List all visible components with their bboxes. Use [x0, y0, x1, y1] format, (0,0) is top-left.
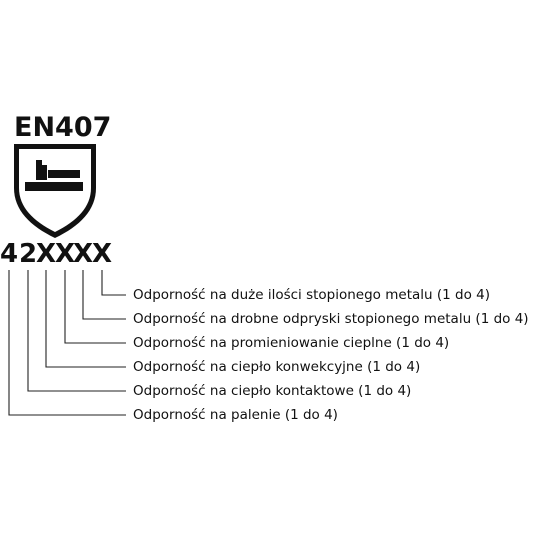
- leader-line: [82, 270, 126, 320]
- code-digit: X: [92, 239, 112, 269]
- leader-line: [45, 270, 126, 368]
- leader-line: [27, 270, 126, 392]
- code-digit: X: [36, 239, 56, 269]
- code-digit: 2: [19, 239, 37, 269]
- leader-line: [8, 270, 126, 416]
- code-digit: 4: [0, 239, 18, 269]
- description-item: Odporność na palenie (1 do 4): [133, 407, 338, 423]
- code-digit: X: [55, 239, 75, 269]
- description-item: Odporność na ciepło kontaktowe (1 do 4): [133, 383, 411, 399]
- standard-title: EN407: [14, 112, 111, 143]
- performance-code: 4 2 X X X X: [0, 239, 112, 269]
- description-item: Odporność na drobne odpryski stopionego …: [133, 311, 529, 327]
- description-item: Odporność na promieniowanie cieplne (1 d…: [133, 335, 449, 351]
- fire-hazard-shield-icon: [14, 144, 96, 238]
- code-digit: X: [73, 239, 93, 269]
- leader-lines: [8, 270, 126, 416]
- description-item: Odporność na ciepło konwekcyjne (1 do 4): [133, 359, 420, 375]
- description-list: Odporność na duże ilości stopionego meta…: [133, 287, 529, 423]
- leader-line: [64, 270, 126, 344]
- leader-line: [101, 270, 126, 296]
- description-item: Odporność na duże ilości stopionego meta…: [133, 287, 490, 303]
